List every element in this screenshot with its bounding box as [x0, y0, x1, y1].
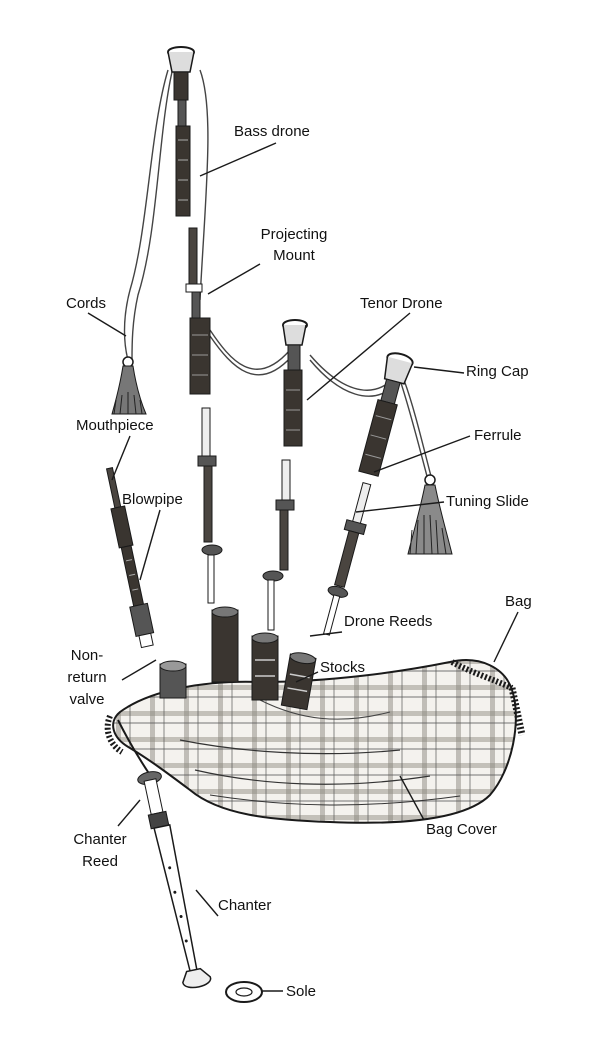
label-bag-cover: Bag Cover [426, 821, 497, 838]
stocks [159, 606, 317, 711]
label-chanter-reed-line1: Chanter [73, 831, 127, 848]
label-bag: Bag [505, 593, 532, 610]
label-sole: Sole [286, 983, 317, 1000]
leader-lines [87, 142, 519, 992]
label-stocks: Stocks [320, 659, 366, 676]
label-ring-cap: Ring Cap [466, 363, 529, 380]
label-cords: Cords [66, 295, 107, 312]
chanter-sole-bore [235, 987, 253, 997]
blowpipe [105, 467, 155, 649]
tenor-drone-right [322, 352, 414, 636]
tassel-right [407, 474, 453, 555]
label-tenor-drone: Tenor Drone [360, 295, 443, 312]
bag-seam [117, 719, 151, 776]
label-mouthpiece: Mouthpiece [76, 417, 154, 434]
bag-fringe [104, 659, 526, 755]
label-non-return-valve-line1: Non- [70, 647, 104, 664]
label-ferrule: Ferrule [474, 427, 522, 444]
bag [112, 659, 517, 824]
label-tuning-slide: Tuning Slide [446, 493, 529, 510]
label-non-return-valve-line2: return [67, 669, 107, 686]
label-projecting-mount-line2: Mount [273, 247, 315, 264]
label-bass-drone: Bass drone [234, 123, 310, 140]
label-non-return-valve-line3: valve [69, 691, 105, 708]
chanter [137, 771, 212, 989]
tassel-left [111, 356, 147, 415]
label-chanter: Chanter [218, 897, 272, 914]
label-projecting-mount-line1: Projecting [260, 226, 328, 243]
label-blowpipe: Blowpipe [122, 491, 183, 508]
label-drone-reeds: Drone Reeds [344, 613, 433, 630]
bass-drone [167, 46, 223, 604]
tenor-drone-middle [262, 319, 308, 631]
label-chanter-reed-line2: Reed [82, 853, 118, 870]
